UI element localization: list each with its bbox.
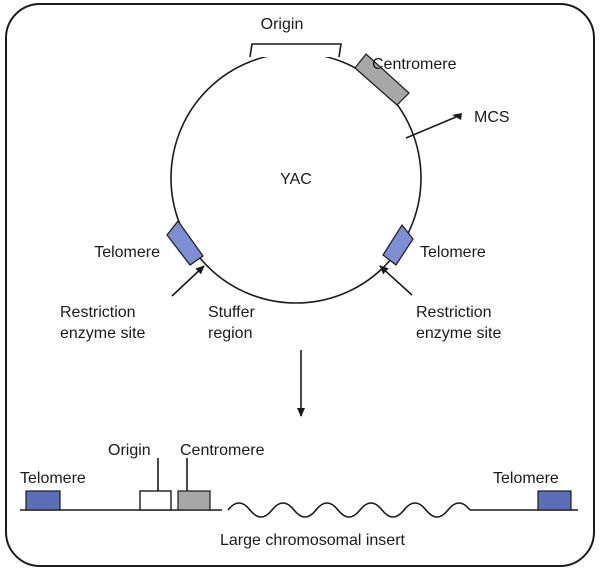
telomere-label-circle-left: Telomere — [94, 244, 160, 261]
insert-label: Large chromosomal insert — [220, 532, 406, 549]
outer-frame — [5, 3, 595, 567]
stuffer-label-line1: Stuffer — [208, 304, 256, 321]
stuffer-label-line2: region — [208, 325, 252, 342]
restriction-label-right-line1: Restriction — [416, 304, 492, 321]
centromere-block-linear — [177, 490, 211, 511]
centromere-label-linear: Centromere — [180, 442, 265, 459]
telomere-label-circle-right: Telomere — [420, 244, 486, 261]
mcs-marker — [452, 113, 462, 120]
telomere-label-linear-left: Telomere — [20, 470, 86, 487]
origin-block-linear — [139, 490, 172, 511]
restriction-label-right-line2: enzyme site — [416, 325, 501, 342]
centromere-label-circle: Centromere — [372, 56, 457, 73]
origin-label-circle: Origin — [261, 16, 304, 33]
restriction-arrow-left — [171, 265, 205, 297]
insert-wave — [227, 502, 471, 518]
origin-label-linear: Origin — [108, 442, 151, 459]
yac-label: YAC — [280, 171, 312, 188]
mcs-line — [405, 116, 457, 139]
restriction-label-left-line2: enzyme site — [60, 325, 145, 342]
telomere-block-circle-left — [166, 219, 204, 266]
origin-block-circle — [249, 43, 342, 58]
telomere-block-linear-right — [537, 490, 572, 511]
restriction-label-left-line1: Restriction — [60, 304, 136, 321]
centromere-block-circle — [354, 53, 410, 106]
telomere-block-linear-left — [25, 490, 61, 511]
telomere-block-circle-right — [382, 223, 414, 266]
mcs-label: MCS — [474, 109, 510, 126]
restriction-arrow-right — [379, 265, 413, 296]
telomere-label-linear-right: Telomere — [493, 470, 559, 487]
